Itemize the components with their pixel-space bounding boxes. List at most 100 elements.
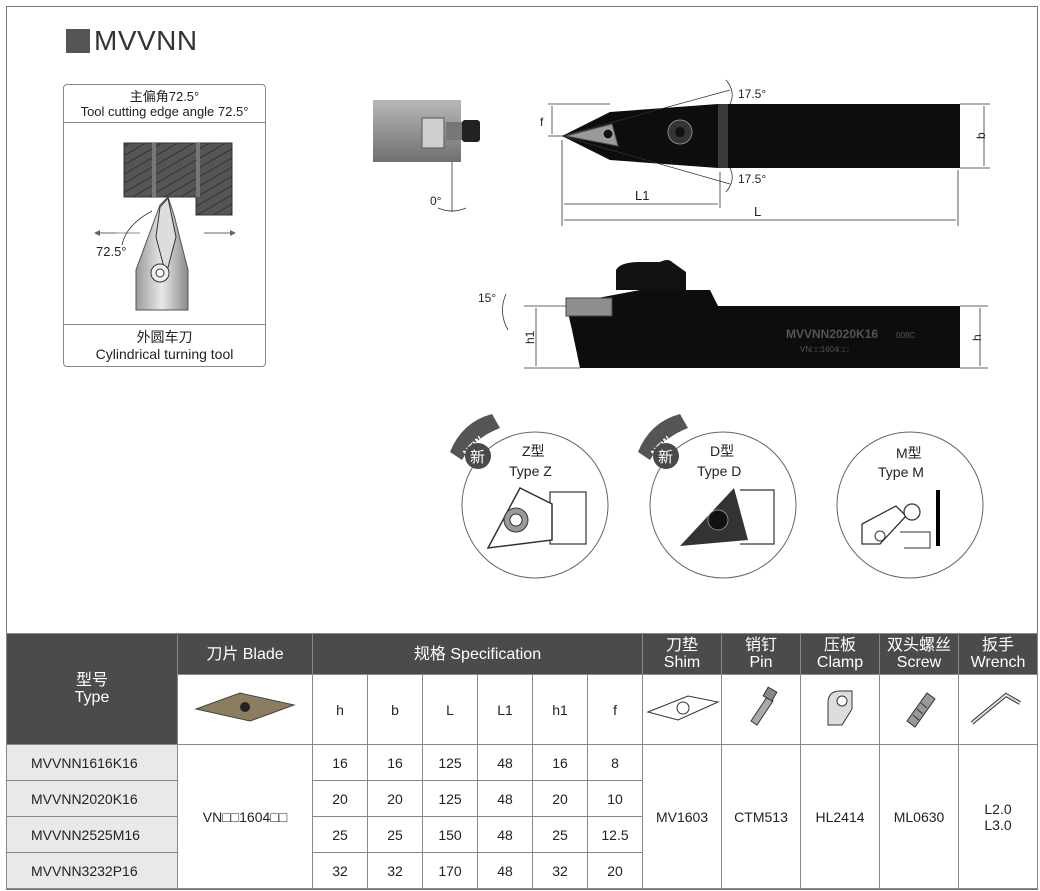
blade-image	[177, 674, 313, 745]
dim-b: b	[974, 132, 988, 139]
cell-L: 150	[422, 816, 478, 853]
cell-b: 16	[367, 744, 423, 781]
model-cell: MVVNN1616K16	[6, 744, 178, 781]
title-square-icon	[66, 29, 90, 53]
tool-end-view: 0°	[373, 100, 480, 212]
cell-L: 125	[422, 780, 478, 817]
dim-h: h	[970, 334, 984, 341]
cell-L1: 48	[477, 852, 533, 889]
screw-image	[879, 674, 960, 745]
clamp-code: HL2414	[800, 744, 881, 889]
model-cell: MVVNN3232P16	[6, 852, 178, 889]
cutting-angle-diagram: 72.5°	[94, 142, 236, 311]
dim-header-h1: h1	[532, 674, 588, 745]
type-d-en: Type D	[697, 463, 741, 479]
dim-header-L1: L1	[477, 674, 533, 745]
angle-box-header: 主偏角72.5° Tool cutting edge angle 72.5°	[64, 85, 265, 123]
header-pin-en: Pin	[749, 654, 773, 671]
header-clamp-en: Clamp	[816, 654, 864, 671]
type-d-circle: NEW 新 D型 Type D	[638, 414, 797, 579]
wrench-code-1: L2.0	[984, 800, 1012, 817]
model-cell: MVVNN2525M16	[6, 816, 178, 853]
clamp-icon	[827, 690, 853, 726]
screw-icon	[906, 692, 936, 728]
type-z-en: Type Z	[509, 463, 552, 479]
cell-b: 25	[367, 816, 423, 853]
tool-side-view: MVVNN2020K16 008C VN□□1604□□ h1 15° h	[478, 260, 988, 369]
header-type-en: Type	[74, 689, 110, 706]
cell-b: 20	[367, 780, 423, 817]
type-m-en: Type M	[878, 464, 924, 480]
shim-image	[642, 674, 723, 745]
type-d-cn: D型	[710, 443, 734, 459]
angle-info-box: 主偏角72.5° Tool cutting edge angle 72.5° 7…	[63, 84, 266, 367]
cell-b: 32	[367, 852, 423, 889]
screw-code: ML0630	[879, 744, 960, 889]
header-pin-cn: 销钉	[745, 637, 778, 654]
cell-h: 16	[312, 744, 368, 781]
cell-h1: 20	[532, 780, 588, 817]
cell-h: 32	[312, 852, 368, 889]
angle-side: 15°	[478, 291, 496, 305]
cell-f: 20	[586, 852, 644, 889]
wrench-icon	[970, 692, 1022, 725]
angle-footer-en: Cylindrical turning tool	[95, 346, 234, 362]
cell-f: 10	[586, 780, 644, 817]
header-clamp-cn: 压板	[824, 637, 857, 654]
dim-h1: h1	[523, 330, 537, 344]
dim-header-b: b	[367, 674, 423, 745]
cell-f: 12.5	[586, 816, 644, 853]
cell-L1: 48	[477, 780, 533, 817]
header-screw-cn: 双头螺丝	[887, 637, 952, 654]
page-title: MVVNN	[66, 25, 198, 56]
cell-L1: 48	[477, 744, 533, 781]
angle-footer-cn: 外圆车刀	[136, 329, 193, 345]
type-z-badge-cn: 新	[470, 448, 485, 466]
cell-L: 170	[422, 852, 478, 889]
cell-h: 20	[312, 780, 368, 817]
marking-code: 008C	[896, 331, 915, 340]
marking-sub: VN□□1604□□	[800, 345, 848, 354]
clamp-image	[800, 674, 881, 745]
pin-code: CTM513	[721, 744, 802, 889]
angle-zero: 0°	[430, 194, 442, 208]
header-spec: 规格 Specification	[311, 633, 644, 675]
shim-code: MV1603	[642, 744, 723, 889]
header-screw-en: Screw	[896, 654, 942, 671]
technical-drawing: 0° 17.5° 17.5° f b L1 L MVVNN2020K	[373, 79, 990, 579]
tool-top-view: 17.5° 17.5° f b L1 L	[540, 79, 990, 226]
type-z-cn: Z型	[522, 443, 545, 459]
dim-f: f	[540, 115, 544, 129]
type-m-cn: M型	[896, 445, 922, 461]
type-m-circle: M型 Type M	[836, 431, 984, 579]
header-type-cn: 型号	[75, 672, 108, 689]
blade-insert-icon	[194, 692, 296, 722]
header-wrench-en: Wrench	[970, 654, 1026, 671]
header-type: 型号 Type	[6, 633, 178, 745]
cell-h: 25	[312, 816, 368, 853]
angle-top: 17.5°	[738, 87, 766, 101]
angle-box-footer: 外圆车刀 Cylindrical turning tool	[64, 324, 265, 366]
cell-L1: 48	[477, 816, 533, 853]
pin-image	[721, 674, 802, 745]
wrench-image	[958, 674, 1039, 745]
type-z-circle: NEW 新 Z型 Type Z	[450, 414, 609, 579]
header-blade: 刀片 Blade	[177, 633, 313, 675]
dim-header-h: h	[312, 674, 368, 745]
pin-icon	[750, 686, 778, 726]
angle-bottom: 17.5°	[738, 172, 766, 186]
blade-code: VN□□1604□□	[177, 744, 313, 889]
wrench-code-2: L3.0	[984, 816, 1012, 833]
header-shim-en: Shim	[663, 654, 701, 671]
page-frame	[6, 6, 1038, 890]
dim-L1: L1	[635, 188, 649, 203]
shim-icon	[646, 695, 720, 721]
model-cell: MVVNN2020K16	[6, 780, 178, 817]
